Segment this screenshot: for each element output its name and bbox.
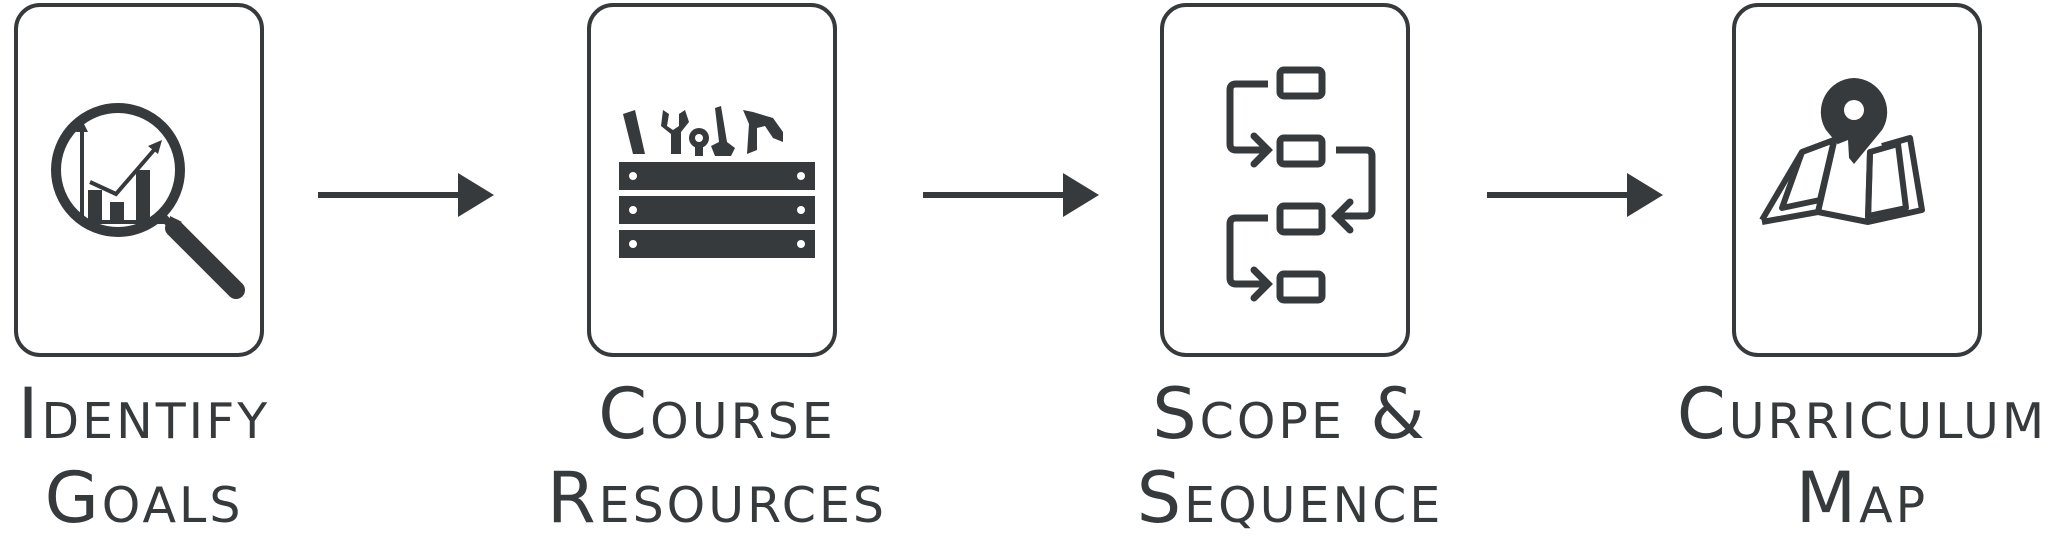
step-label-line1: Identify	[17, 373, 271, 455]
arrow-right-icon	[318, 172, 498, 218]
step-card	[587, 3, 837, 357]
step-card	[1160, 3, 1410, 357]
step-label-line2: Resources	[546, 457, 888, 539]
step-curriculum-map: Curriculum Map	[1677, 0, 2044, 547]
step-identify-goals: Identify Goals	[14, 0, 274, 547]
step-label: Identify Goals	[0, 372, 354, 540]
step-label-line1: Curriculum	[1676, 373, 2048, 455]
step-course-resources: Course Resources	[547, 0, 884, 547]
step-label-line1: Scope &	[1152, 373, 1428, 455]
step-label: Course Resources	[507, 372, 927, 540]
arrow-right-icon	[1487, 172, 1667, 218]
step-scope-sequence: Scope & Sequence	[1137, 0, 1440, 547]
magnifier-chart-icon	[51, 103, 245, 299]
map-pin-icon	[1759, 78, 1925, 225]
arrow-right-icon	[923, 172, 1103, 218]
step-card	[1732, 3, 1982, 357]
step-label-line2: Goals	[44, 457, 244, 539]
step-label-line1: Course	[598, 373, 836, 455]
step-card	[14, 3, 264, 357]
flow-sequence-icon	[1226, 66, 1376, 304]
step-label: Curriculum Map	[1652, 372, 2069, 540]
step-label: Scope & Sequence	[1080, 372, 1500, 540]
step-label-line2: Map	[1795, 457, 1929, 539]
step-label-line2: Sequence	[1136, 457, 1444, 539]
toolbox-icon	[619, 106, 815, 258]
